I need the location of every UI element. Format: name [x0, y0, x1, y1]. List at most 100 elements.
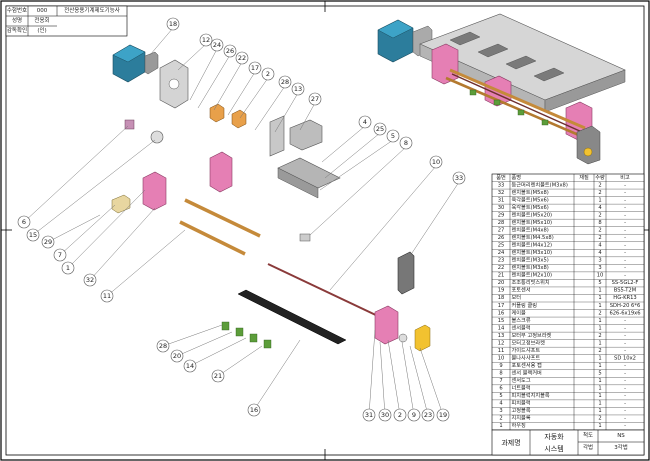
- parts-list-cell: 1: [598, 288, 601, 294]
- parts-list-cell: 16: [498, 310, 505, 316]
- parts-list-cell: 1: [598, 363, 601, 369]
- part-limit-switches: [221, 321, 272, 349]
- svg-text:25: 25: [376, 125, 384, 133]
- parts-list-cell: 33: [498, 182, 505, 188]
- parts-list-cell: 1: [598, 401, 601, 407]
- parts-list-cell: -: [624, 378, 626, 384]
- svg-text:5: 5: [391, 132, 395, 140]
- callout-32: 32: [83, 273, 97, 287]
- callout-29: 29: [41, 235, 55, 249]
- svg-text:30: 30: [381, 411, 389, 419]
- parts-list-cell: 2: [598, 348, 601, 354]
- parts-list-cell: 2: [598, 333, 601, 339]
- parts-list-cell: 626-6x19x6: [609, 310, 640, 316]
- part-support-block: [209, 151, 233, 193]
- parts-list-cell: 1: [598, 393, 601, 399]
- svg-text:2: 2: [266, 70, 270, 78]
- parts-list-cell: 1: [499, 423, 502, 429]
- part-guide-shaft-2: [179, 220, 246, 256]
- svg-text:24: 24: [213, 41, 221, 49]
- svg-text:16: 16: [250, 406, 258, 414]
- course-name-line2: 시스템: [544, 445, 563, 453]
- parts-list-cell: HG-KR13: [613, 295, 636, 301]
- parts-list-cell: -: [624, 423, 626, 429]
- parts-list-cell: 6: [499, 386, 502, 392]
- parts-list-cell: 렌치볼트(M3x8): [512, 263, 549, 271]
- svg-text:28: 28: [281, 78, 289, 86]
- parts-list-cell: 렌치볼트(M2x10): [512, 271, 553, 279]
- parts-list-cell: BS5-T2M: [614, 288, 636, 294]
- part-bracket-33: [397, 251, 415, 295]
- callout-22: 22: [235, 51, 249, 65]
- header-value-1: 전응회: [34, 16, 49, 24]
- callout-19: 19: [436, 408, 450, 422]
- parts-list-cell: 8: [598, 220, 601, 226]
- parts-list-cell: 2: [598, 182, 601, 188]
- parts-list-cell: SS-5GL2-F: [612, 280, 639, 286]
- part-sensor-rail: [237, 289, 347, 345]
- parts-list-cell: 렌치볼트(M4.5x8): [512, 233, 554, 241]
- parts-list-cell: 1: [598, 303, 601, 309]
- part-ball-screw: [267, 263, 383, 319]
- angle-label: 각법: [583, 443, 593, 451]
- parts-list-cell: 렌치볼트(M5x8): [512, 188, 549, 196]
- parts-list-header: 비고: [620, 173, 630, 181]
- callout-4: 4: [358, 115, 372, 129]
- exploded-view: [111, 44, 431, 352]
- svg-text:21: 21: [214, 372, 222, 380]
- callout-33: 33: [452, 171, 466, 185]
- callout-1: 1: [61, 261, 75, 275]
- parts-list-cell: -: [624, 250, 626, 256]
- callout-20: 20: [170, 349, 184, 363]
- callout-16: 16: [247, 403, 261, 417]
- header-title: 전산응용기계제도기능사: [64, 6, 120, 14]
- svg-text:22: 22: [238, 54, 246, 62]
- svg-text:32: 32: [86, 276, 94, 284]
- parts-list-cell: 11: [498, 348, 505, 354]
- parts-list-cell: -: [624, 273, 626, 279]
- parts-list-cell: 육각볼트(M5x6): [512, 196, 549, 203]
- callout-21: 21: [211, 369, 225, 383]
- title-block: 과제명 자동화 시스템 척도 NS 각법 3각법: [491, 429, 645, 456]
- parts-list-header: 재질: [579, 173, 589, 181]
- parts-list-cell: -: [624, 363, 626, 369]
- parts-list-cell: 케이블: [512, 308, 527, 316]
- callout-15: 15: [26, 228, 40, 242]
- parts-list-cell: -: [624, 205, 626, 211]
- parts-list-cell: 2: [598, 416, 601, 422]
- parts-list-cell: 조조통리밋스위치: [512, 278, 550, 286]
- parts-list-cell: 28: [498, 220, 505, 226]
- svg-text:20: 20: [173, 352, 181, 360]
- parts-list-cell: 20: [498, 280, 505, 286]
- svg-text:29: 29: [44, 238, 52, 246]
- parts-list-cell: 센서 블랙커버: [512, 369, 543, 377]
- part-support-block-lower: [374, 305, 399, 345]
- svg-text:14: 14: [186, 362, 194, 370]
- parts-list-cell: 1: [598, 325, 601, 331]
- assembled-pink-block-left: [431, 43, 459, 85]
- examinee-info-block: 수험번호 000 전산응용기계제도기능사 성명 전응회 감독확인 (인): [5, 5, 128, 37]
- parts-list-cell: 가이드샤프트: [512, 346, 541, 354]
- parts-list-cell: -: [624, 318, 626, 324]
- parts-list-cell: -: [624, 235, 626, 241]
- callout-13: 13: [291, 82, 305, 96]
- svg-text:7: 7: [58, 251, 62, 259]
- callout-balloons: 18 12 24 26 22 17 2 28 13 27 4 25 5 8 10…: [17, 17, 466, 422]
- parts-list-cell: 1: [598, 423, 601, 429]
- parts-list-cell: 10: [597, 273, 604, 279]
- header-label-0: 수험번호: [7, 6, 27, 14]
- parts-list-cell: 2: [598, 227, 601, 233]
- parts-list-cell: -: [624, 227, 626, 233]
- parts-list-cell: 3: [598, 265, 601, 271]
- callout-28b: 28: [156, 339, 170, 353]
- parts-list-header: 품번: [496, 173, 506, 181]
- callout-30: 30: [378, 408, 392, 422]
- parts-list-cell: 센서블럭: [512, 323, 531, 331]
- parts-list-cell: 센서도그: [512, 376, 531, 384]
- parts-list-cell: -: [624, 243, 626, 249]
- parts-list-cell: 2: [598, 212, 601, 218]
- parts-list-cell: SD 10x2: [614, 355, 636, 361]
- parts-list-cell: -: [624, 212, 626, 218]
- parts-list-cell: -: [624, 401, 626, 407]
